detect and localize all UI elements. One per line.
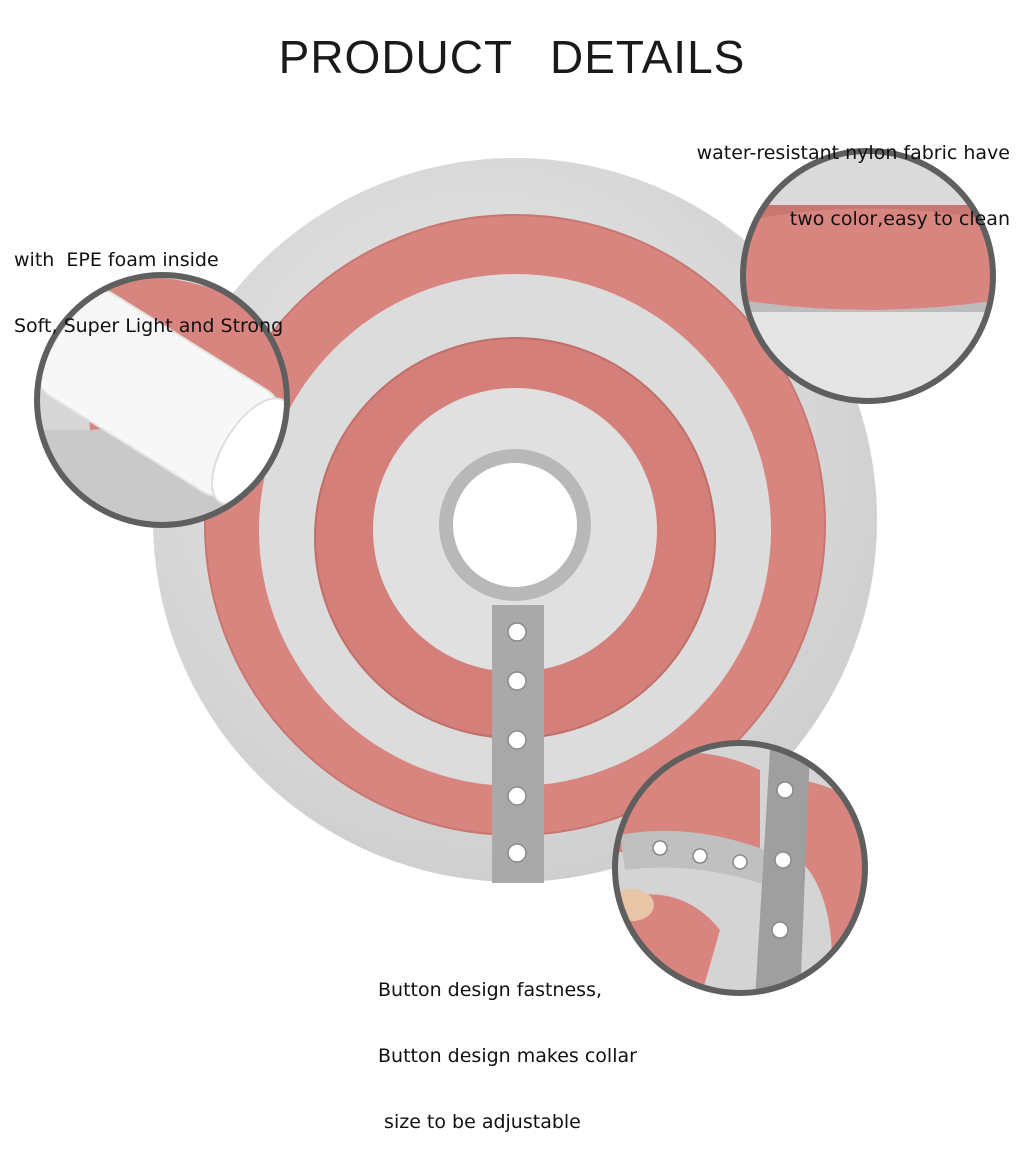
fabric-detail-lens [740, 148, 996, 404]
foam-callout-line-1: with EPE foam inside [14, 249, 219, 271]
fabric-callout: water-resistant nylon fabric have two co… [697, 98, 1010, 252]
button-callout-line-3: size to be adjustable [378, 1111, 581, 1133]
snap-button [507, 730, 527, 750]
fabric-callout-line-1: water-resistant nylon fabric have [696, 142, 1010, 164]
product-illustration [34, 148, 996, 996]
button-callout-line-2: Button design makes collar [378, 1045, 637, 1067]
button-callout-line-1: Button design fastness, [378, 979, 603, 1001]
neck-hole [453, 463, 577, 587]
foam-callout: with EPE foam inside Soft, Super Light a… [14, 205, 283, 359]
snap-button [507, 843, 527, 863]
snap-button [507, 622, 527, 642]
foam-callout-line-2: Soft, Super Light and Strong [14, 315, 284, 337]
page-title: PRODUCT DETAILS [278, 31, 746, 83]
button-callout: Button design fastness, Button design ma… [378, 935, 637, 1155]
foam-detail-lens [34, 272, 290, 528]
snap-button [507, 786, 527, 806]
collar [153, 158, 877, 883]
fabric-callout-line-2: two color,easy to clean [789, 208, 1010, 230]
button-detail-lens [612, 740, 868, 996]
snap-button [507, 671, 527, 691]
